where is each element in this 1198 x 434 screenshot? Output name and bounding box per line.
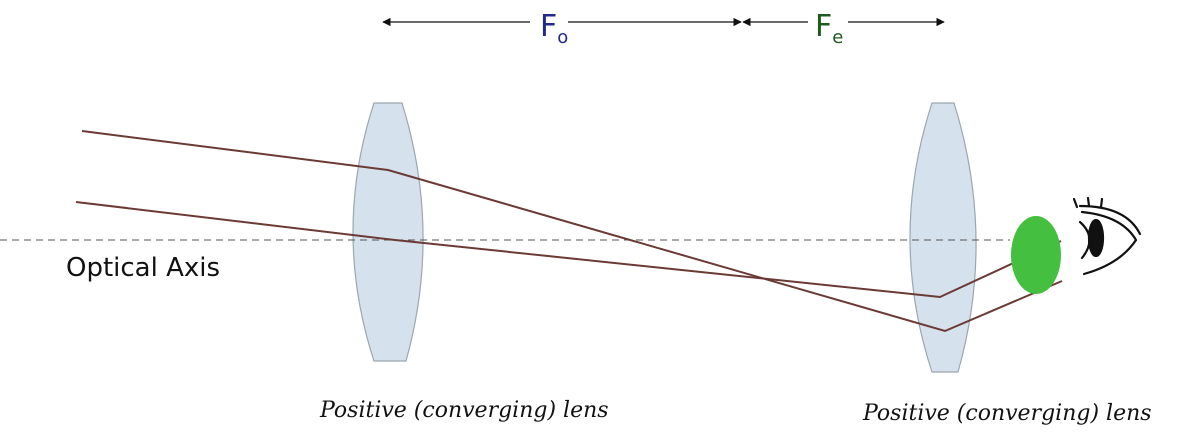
light-rays [75,130,1063,333]
objective-lens [352,102,424,362]
focal-length-eyepiece-label: Fe [815,9,843,48]
lower-ray [75,201,1062,299]
objective-lens-caption: Positive (converging) lens [319,398,609,423]
optical-axis-label: Optical Axis [66,253,220,283]
focal-length-objective-label: Fo [540,9,568,48]
exit-pupil [1011,216,1061,294]
eyepiece-lens-caption: Positive (converging) lens [862,401,1152,426]
eyepiece-lens [909,102,977,373]
upper-ray [81,130,1063,333]
eye-icon [1072,196,1142,276]
